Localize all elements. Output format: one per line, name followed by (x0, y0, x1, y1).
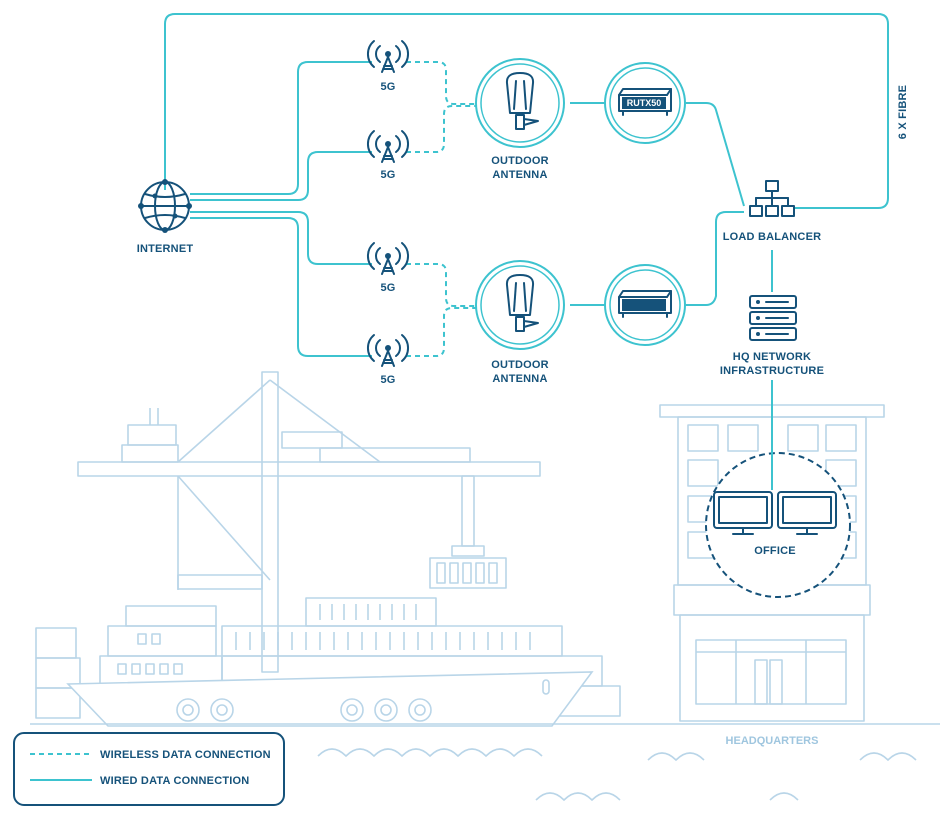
tower-label: 5G (380, 169, 395, 181)
tower-label: 5G (380, 282, 395, 294)
tower-label: 5G (380, 374, 395, 386)
legend-wired-label: WIRED DATA CONNECTION (100, 775, 249, 787)
legend-wireless-label: WIRELESS DATA CONNECTION (100, 749, 271, 761)
legend: WIRELESS DATA CONNECTION WIRED DATA CONN… (13, 732, 285, 806)
antenna-label-line1: OUTDOOR (491, 359, 549, 371)
internet-label: INTERNET (137, 243, 194, 255)
tower-5g-2: 5G (367, 130, 409, 181)
cell-tower-icon (367, 130, 409, 163)
office-monitors-icon (713, 491, 837, 535)
cell-tower-icon (367, 242, 409, 275)
antenna-icon (505, 274, 539, 332)
router-2: RUTX50 (604, 264, 686, 346)
port-illustration: HEADQUARTERS (30, 371, 940, 802)
tower-5g-4: 5G (367, 334, 409, 386)
office-label: OFFICE (754, 545, 796, 557)
wireless-connections (406, 61, 476, 357)
antenna-icon (505, 72, 539, 130)
gantry-crane (77, 371, 541, 673)
antenna-label-line2: ANTENNA (492, 169, 547, 181)
outdoor-antenna-2 (475, 260, 565, 350)
internet-globe-icon (138, 179, 192, 233)
load-balancer-icon (749, 180, 795, 217)
router-label: RUTX50 (627, 98, 662, 108)
cell-tower-icon (367, 40, 409, 73)
fibre-label: 6 X FIBRE (897, 85, 909, 139)
cell-tower-icon (367, 334, 409, 367)
hq-label-line2: INFRASTRUCTURE (720, 365, 824, 377)
container-ship (35, 597, 621, 727)
water-waves (317, 748, 917, 802)
wired-connections (164, 13, 889, 490)
load-balancer-label: LOAD BALANCER (723, 231, 822, 243)
outdoor-antenna-1 (475, 58, 565, 148)
server-rack-icon (749, 295, 797, 341)
router-box-icon (618, 88, 672, 116)
tower-5g-3: 5G (367, 242, 409, 294)
headquarters-label: HEADQUARTERS (726, 735, 819, 747)
hq-label-line1: HQ NETWORK (733, 351, 811, 363)
router-box-icon (618, 290, 672, 318)
antenna-label-line2: ANTENNA (492, 373, 547, 385)
antenna-label-line1: OUTDOOR (491, 155, 549, 167)
router-label: RUTX50 (627, 314, 662, 324)
tower-5g-1: 5G (367, 40, 409, 93)
tower-label: 5G (380, 81, 395, 93)
router-1: RUTX50 (604, 62, 686, 144)
